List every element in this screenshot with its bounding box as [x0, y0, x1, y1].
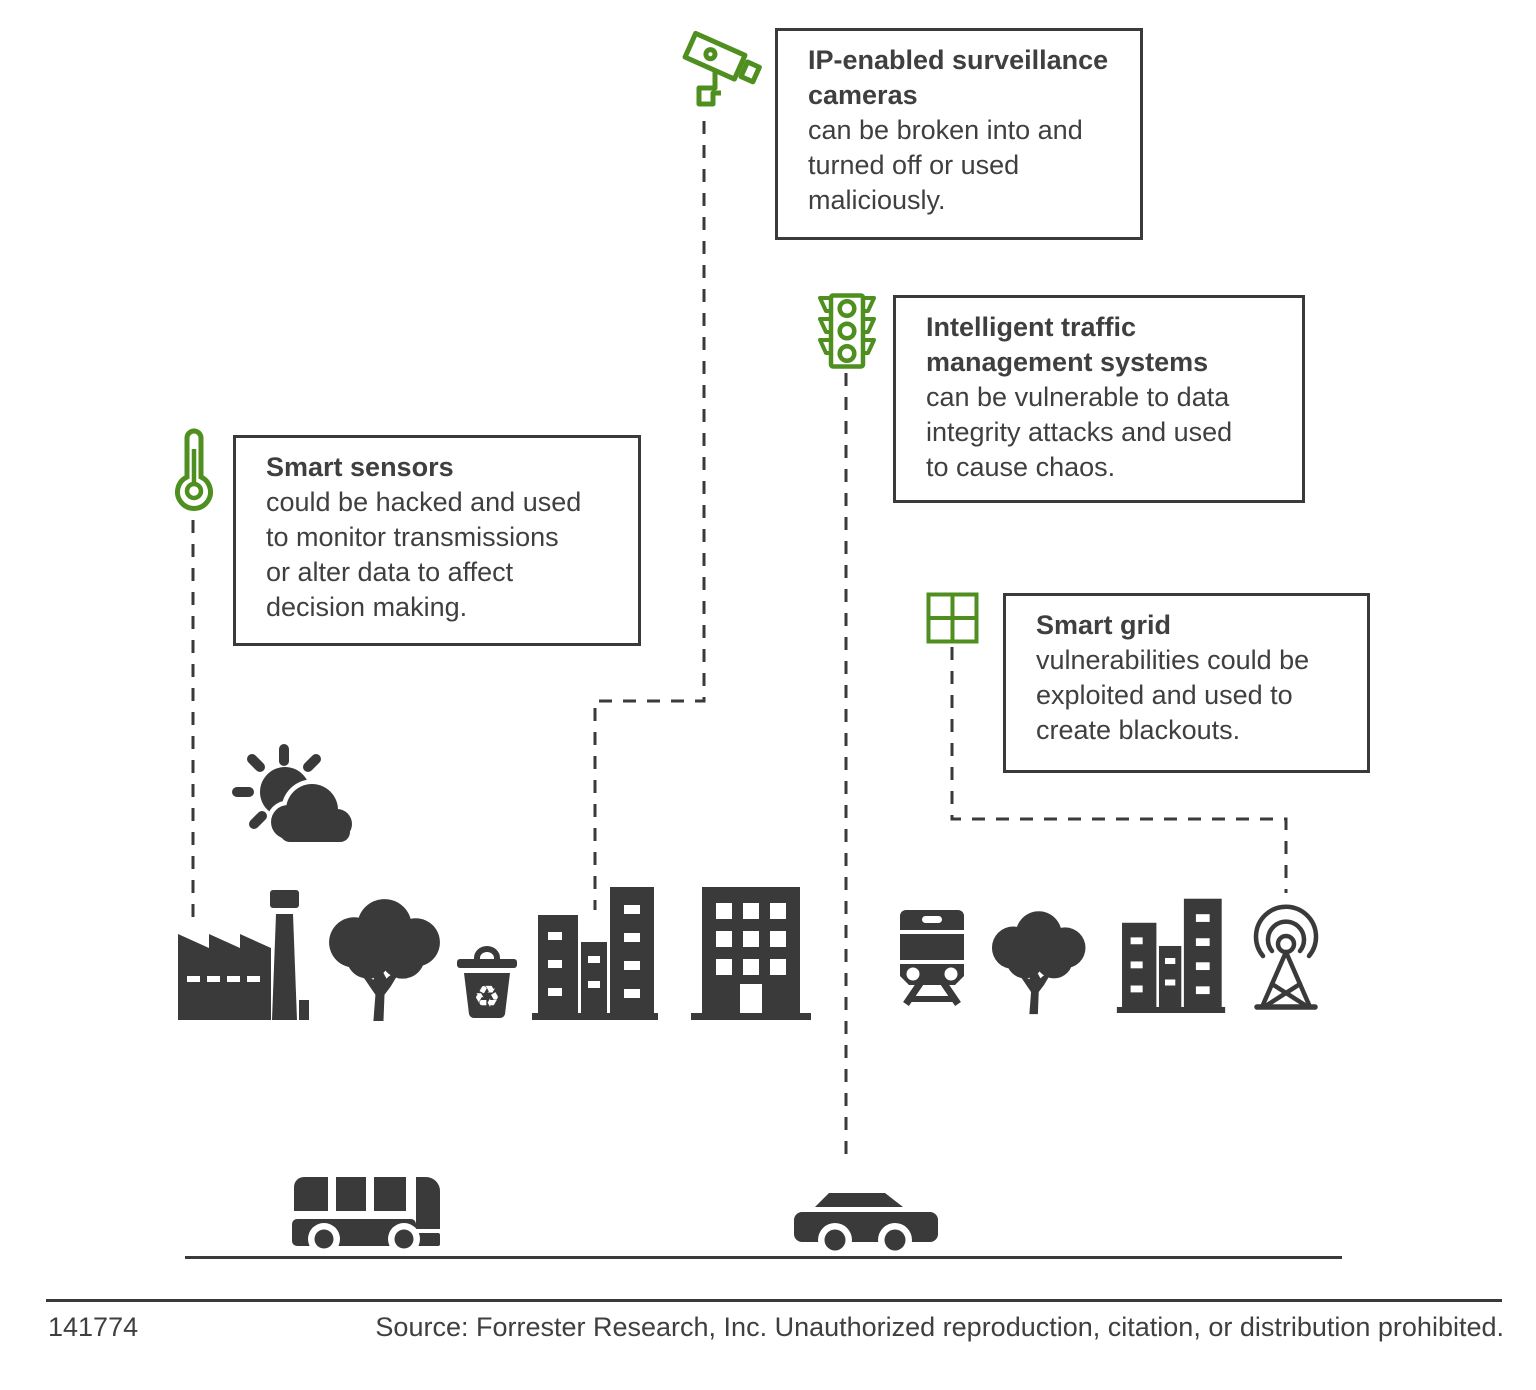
callout-title: IP-enabled surveillance cameras	[808, 45, 1109, 110]
train-icon	[893, 908, 971, 1009]
smart-grid-icon	[926, 592, 979, 644]
buildings-cluster-icon	[532, 885, 658, 1020]
office-building-icon	[691, 885, 811, 1020]
figure-number: 141774	[48, 1312, 139, 1342]
callout-title: Intelligent traffic management systems	[926, 312, 1209, 377]
traffic-light-icon	[817, 293, 877, 370]
callout-title: Smart sensors	[266, 452, 454, 482]
bus-icon	[288, 1177, 442, 1256]
source-attribution: Source: Forrester Research, Inc. Unautho…	[375, 1312, 1504, 1342]
callout-traffic-systems: Intelligent traffic management systems c…	[893, 295, 1305, 503]
buildings-cluster-icon	[1114, 897, 1228, 1013]
factory-icon	[175, 888, 310, 1020]
callout-smart-grid: Smart grid vulnerabilities could be expl…	[1003, 593, 1370, 773]
svg-text:♻: ♻	[474, 980, 501, 1015]
thermometer-icon	[175, 427, 213, 515]
car-icon	[791, 1188, 942, 1258]
sun-cloud-icon	[232, 742, 368, 852]
callout-smart-sensors: Smart sensors could be hacked and used t…	[233, 435, 641, 646]
tree-icon	[322, 888, 450, 1021]
callout-body: can be vulnerable to data integrity atta…	[926, 382, 1233, 482]
footer-divider	[46, 1299, 1502, 1302]
recycle-bin-icon: ♻	[456, 946, 518, 1020]
radio-tower-icon	[1249, 904, 1323, 1013]
callout-surveillance-cameras: IP-enabled surveillance cameras can be b…	[775, 28, 1143, 240]
surveillance-camera-icon	[676, 22, 770, 118]
tree-icon	[986, 900, 1094, 1016]
callout-title: Smart grid	[1036, 610, 1172, 640]
callout-body: can be broken into and turned off or use…	[808, 115, 1083, 215]
callout-body: could be hacked and used to monitor tran…	[266, 487, 582, 622]
ground-line	[185, 1256, 1342, 1259]
callout-body: vulnerabilities could be exploited and u…	[1036, 645, 1310, 745]
